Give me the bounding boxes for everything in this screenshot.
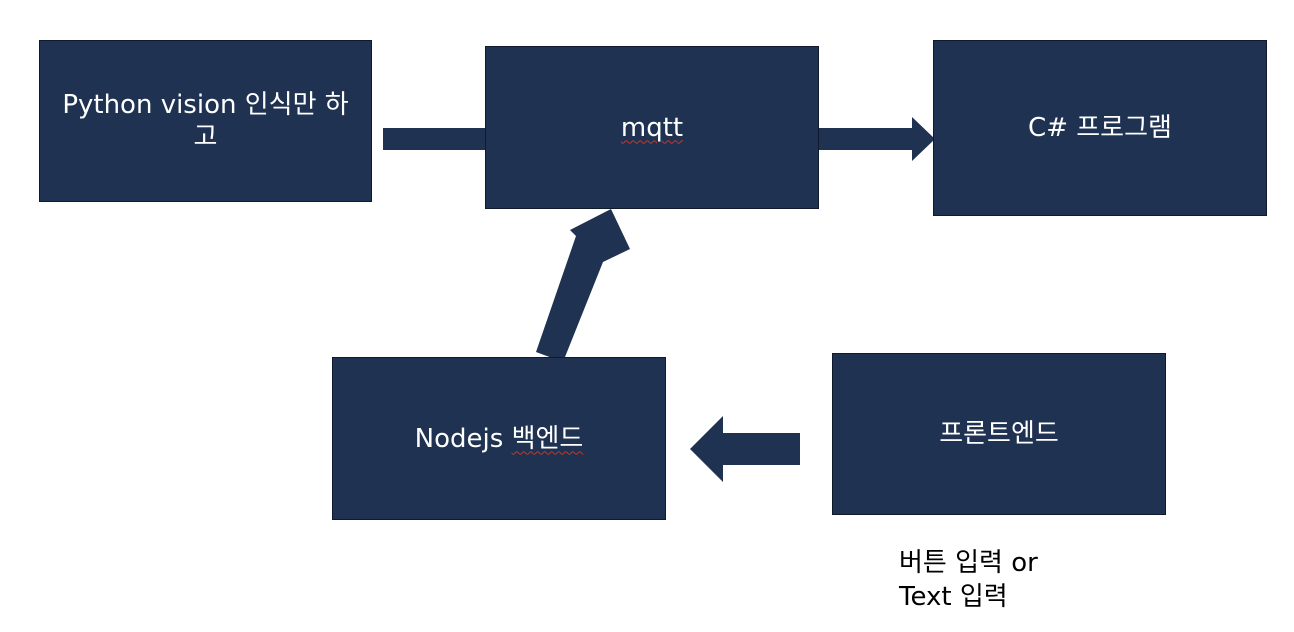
frontend-input-note: 버튼 입력 or Text 입력 xyxy=(899,546,1038,614)
note-line-2: Text 입력 xyxy=(899,582,1008,612)
node-nodejs-label-underlined: 백엔드 xyxy=(511,423,584,454)
arrow-python-to-mqtt xyxy=(383,128,486,150)
arrow-frontend-to-nodejs xyxy=(690,416,800,482)
node-python-vision-label: Python vision 인식만 하고 xyxy=(62,90,349,152)
arrow-mqtt-to-csharp xyxy=(818,117,935,161)
node-python-vision: Python vision 인식만 하고 xyxy=(39,40,372,202)
node-nodejs-backend: Nodejs 백엔드 xyxy=(332,357,666,520)
node-nodejs-label-prefix: Nodejs xyxy=(414,423,512,454)
node-csharp-program: C# 프로그램 xyxy=(933,40,1267,216)
node-nodejs-label: Nodejs 백엔드 xyxy=(415,423,584,455)
note-line-1: 버튼 입력 or xyxy=(899,548,1038,578)
node-mqtt-label: mqtt xyxy=(620,112,684,143)
node-frontend-label: 프론트엔드 xyxy=(939,419,1059,449)
arrow-nodejs-to-mqtt xyxy=(536,209,630,362)
node-mqtt: mqtt xyxy=(485,46,819,209)
node-csharp-label: C# 프로그램 xyxy=(1028,113,1172,143)
node-frontend: 프론트엔드 xyxy=(832,353,1166,515)
